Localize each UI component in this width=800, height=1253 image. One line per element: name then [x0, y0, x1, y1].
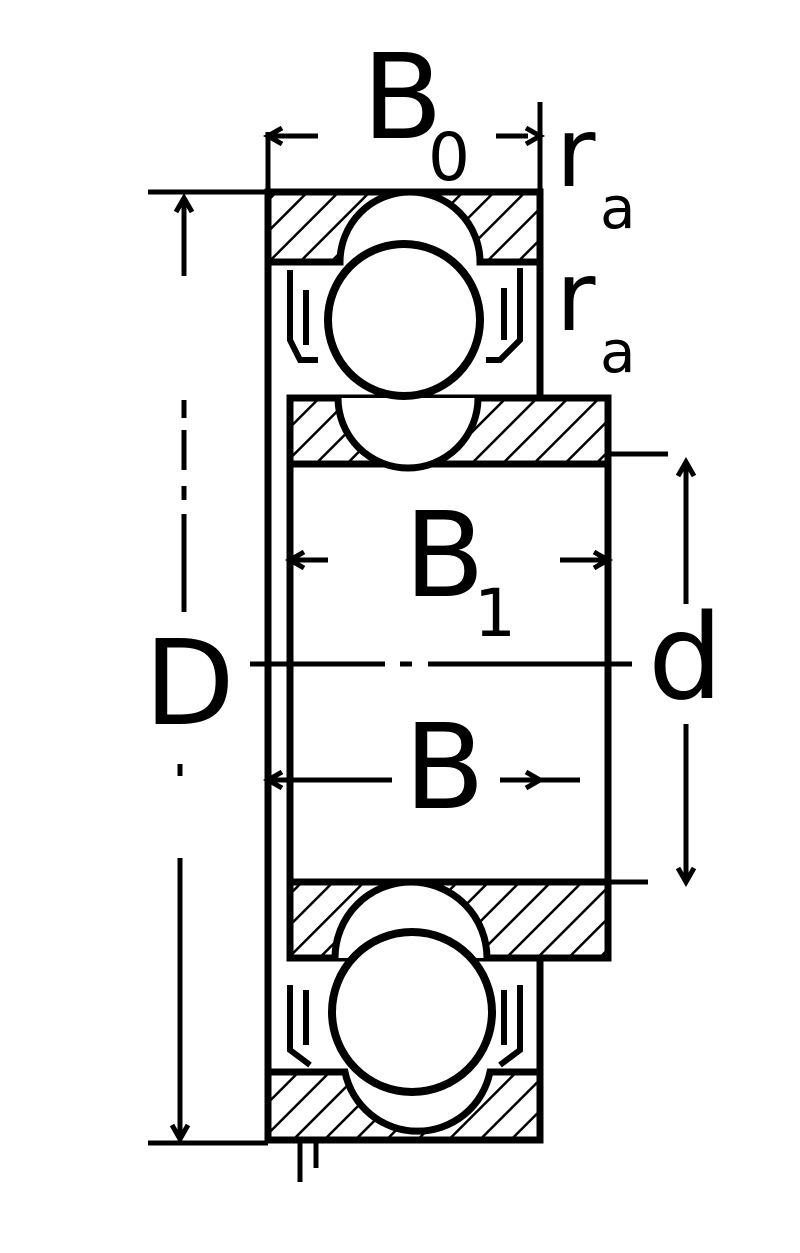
label-bore-diameter: d [648, 588, 723, 726]
label-b: B [404, 698, 485, 836]
dimension-bore-diameter [608, 451, 697, 888]
label-b0-main: B [362, 28, 443, 166]
dimension-outer-diameter [148, 189, 268, 1146]
label-ra-mid-main: r [556, 241, 596, 353]
outer-ring-bottom [264, 1068, 544, 1144]
label-b1-sub: 1 [474, 575, 516, 652]
label-b1-main: B [404, 486, 485, 624]
label-ra-top-main: r [556, 97, 596, 209]
ball-top [324, 240, 484, 400]
label-ra-top: r a [556, 97, 636, 242]
inner-ring-top [286, 394, 612, 472]
dimension-b [262, 769, 580, 791]
label-b1: B 1 [404, 486, 516, 652]
shield-right-top [486, 268, 523, 363]
shield-left-top [287, 270, 318, 363]
outer-ring-top [264, 188, 544, 266]
label-b0: B 0 [362, 28, 470, 196]
ball-bottom [328, 928, 496, 1096]
edge-marker [297, 1140, 319, 1182]
shield-right-bottom [498, 985, 523, 1068]
label-ra-top-sub: a [600, 174, 636, 242]
dimension-b0 [262, 102, 546, 190]
label-ra-mid-sub: a [600, 318, 636, 386]
dimension-b1 [284, 549, 614, 571]
label-ra-mid: r a [556, 241, 636, 386]
label-outer-diameter: D [144, 614, 235, 752]
shield-left-bottom [287, 985, 312, 1068]
label-b0-sub: 0 [428, 119, 470, 196]
